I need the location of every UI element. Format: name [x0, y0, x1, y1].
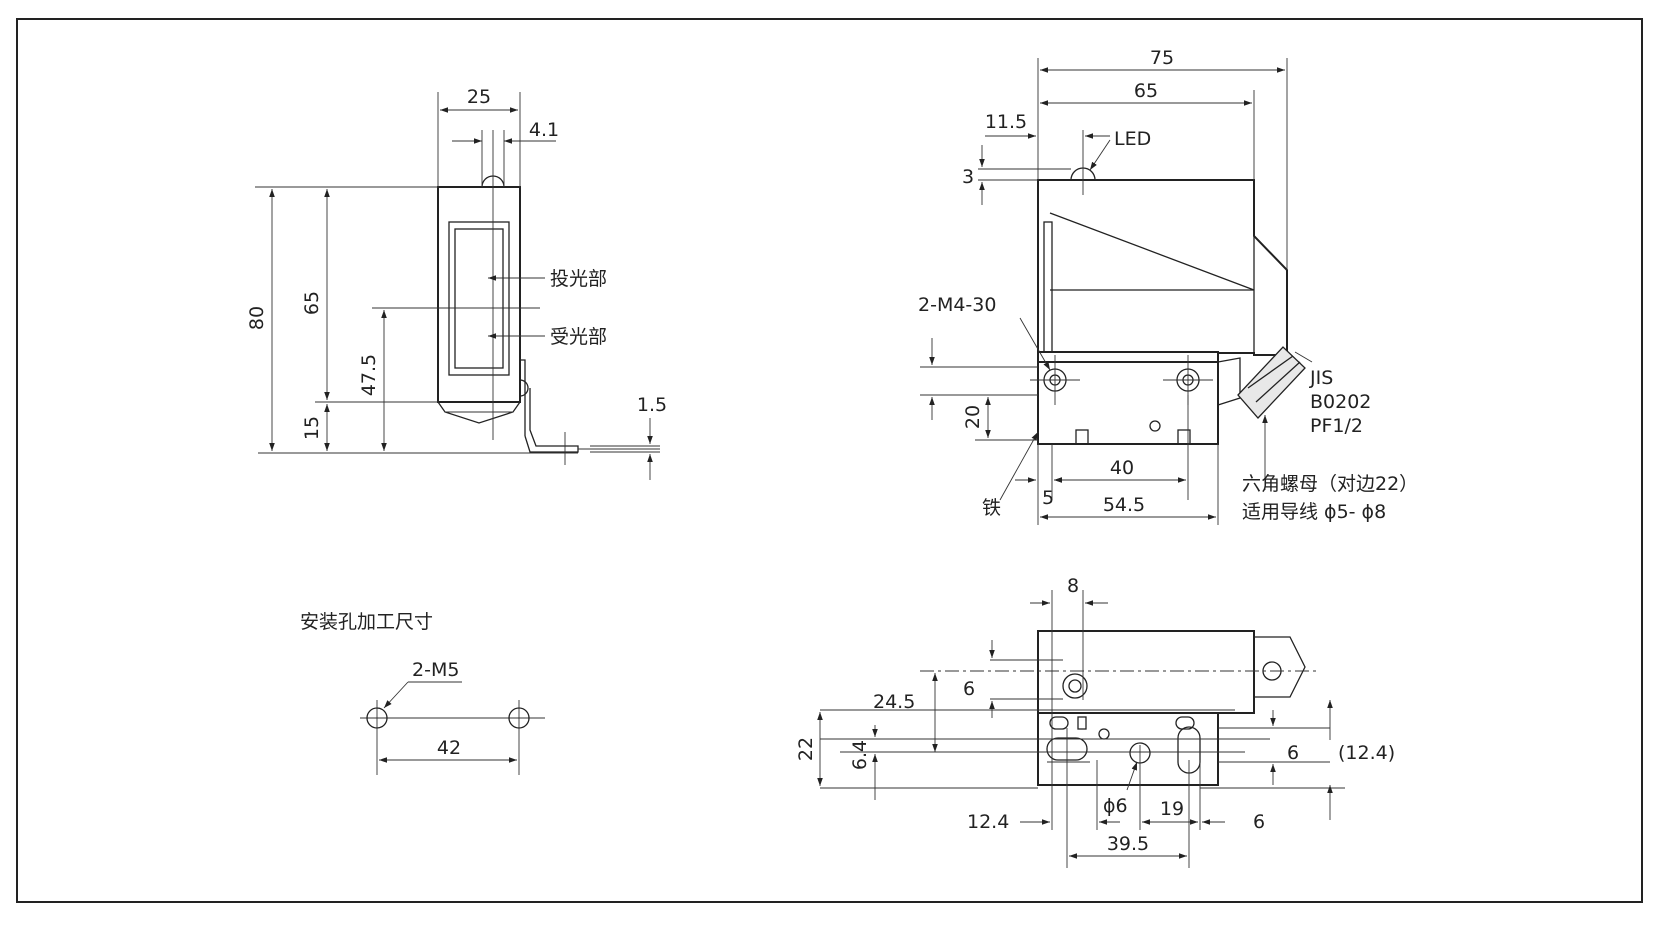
mounting-bracket	[524, 388, 579, 453]
dim-42: 42	[437, 737, 461, 759]
dim-25: 25	[467, 86, 491, 108]
dim-80: 80	[246, 306, 268, 330]
top-view: 8 6 24.5 22 6.4 6 (12.4) ϕ6 19 12.4	[795, 575, 1395, 868]
label-iron: 铁	[982, 497, 1001, 519]
label-2-m5: 2-M5	[412, 659, 459, 681]
led-icon	[1062, 673, 1088, 699]
dim-8: 8	[1067, 575, 1079, 597]
top-nut	[1254, 636, 1306, 698]
dim-1-5: 1.5	[637, 394, 667, 416]
front-window-outer	[448, 221, 510, 376]
dim-65-side: 65	[1134, 80, 1158, 102]
dim-22: 22	[795, 737, 817, 761]
dim-54-5: 54.5	[1103, 494, 1145, 516]
mounting-title: 安装孔加工尺寸	[300, 611, 433, 633]
dim-15: 15	[301, 416, 323, 440]
dim-phi6: ϕ6	[1103, 795, 1128, 817]
dim-19: 19	[1160, 798, 1184, 820]
side-base-plate	[1037, 351, 1219, 445]
dim-4-1: 4.1	[529, 119, 559, 141]
dim-65: 65	[301, 291, 323, 315]
dim-11-5: 11.5	[985, 111, 1027, 133]
dim-3: 3	[962, 166, 974, 188]
dim-12-4: 12.4	[967, 811, 1009, 833]
screw-head-icon	[519, 379, 529, 397]
dim-39-5: 39.5	[1107, 833, 1149, 855]
dim-47-5: 47.5	[358, 354, 380, 396]
top-base	[1037, 712, 1219, 786]
side-body-upper	[1037, 179, 1288, 363]
label-hex-nut: 六角螺母（对边22）	[1242, 473, 1418, 495]
dim-6-bottom: 6	[1253, 811, 1265, 833]
front-chevron	[437, 401, 521, 424]
dim-24-5: 24.5	[873, 691, 915, 713]
front-body	[437, 186, 521, 403]
dim-5: 5	[1042, 487, 1054, 509]
dim-75: 75	[1150, 47, 1174, 69]
label-emitter: 投光部	[550, 268, 607, 290]
side-slope-line	[1049, 212, 1255, 291]
dim-6-left: 6	[963, 678, 975, 700]
dim-6-4: 6.4	[849, 740, 871, 770]
label-jis-standard: B0202	[1310, 391, 1371, 413]
label-screw: 2-M4-30	[918, 294, 996, 316]
drawing-frame	[16, 18, 1643, 903]
label-thread: PF1/2	[1310, 415, 1363, 437]
label-jis: JIS	[1309, 367, 1333, 389]
hex-nut-icon	[1237, 346, 1306, 419]
label-receiver: 受光部	[550, 326, 607, 348]
side-view: 75 65 11.5 LED 3 2-M4-30 20 铁 40 5	[918, 47, 1418, 525]
top-body	[1037, 630, 1255, 714]
front-view: 25 4.1 80 65 15 47.5 投光部 受光部 1.5	[246, 86, 667, 480]
mounting-holes: 安装孔加工尺寸 2-M5 42	[300, 611, 545, 775]
dim-40: 40	[1110, 457, 1134, 479]
label-led: LED	[1114, 128, 1151, 150]
front-window-inner	[454, 228, 504, 369]
label-cable: 适用导线 ϕ5- ϕ8	[1242, 501, 1386, 523]
dim-20: 20	[962, 405, 984, 429]
dim-6-right: 6	[1287, 742, 1299, 764]
dim-12-4-paren: (12.4)	[1338, 742, 1395, 764]
